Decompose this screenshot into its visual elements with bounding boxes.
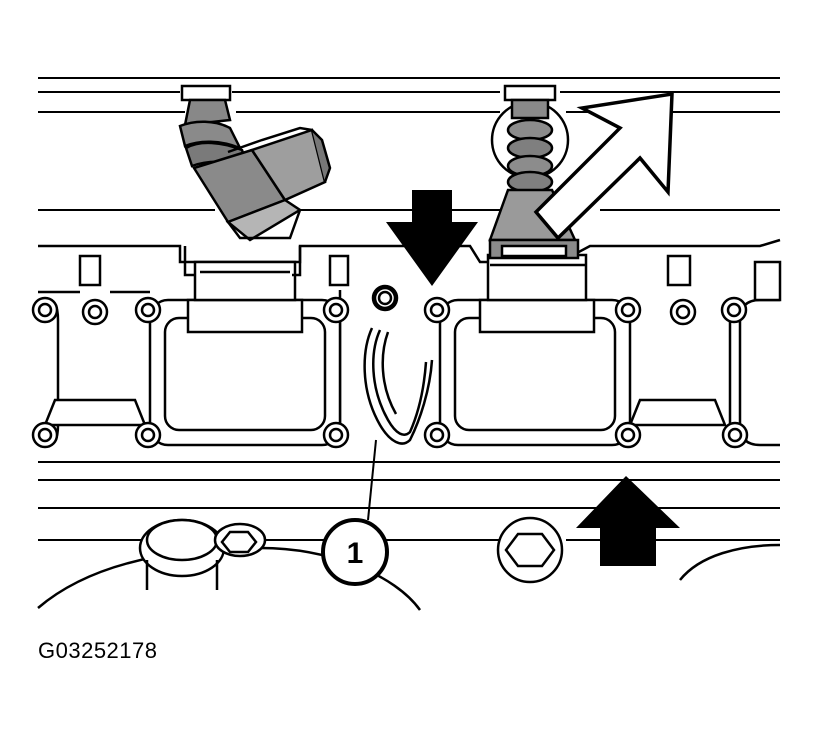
right-coil-pack [738,260,782,447]
bolt [31,421,59,449]
mounting-bolts [31,284,749,449]
removal-direction-arrow [533,91,674,241]
lower-fittings [37,516,781,611]
bolt [423,296,451,324]
bolt [134,296,162,324]
callout-1-label: 1 [347,537,364,570]
bracket-lugs [43,254,727,427]
center-coil-pack [438,253,632,447]
bolt [720,296,748,324]
bolt [322,296,350,324]
press-up-arrow [576,476,680,566]
bolt [721,421,749,449]
bolt [614,296,642,324]
bolt [322,421,350,449]
callout-leader [367,439,377,521]
figure-id-label: G03252178 [38,638,158,663]
bolt [371,284,399,312]
bolt [669,298,697,326]
bolt [31,296,59,324]
bolt [614,421,642,449]
bolt [134,421,162,449]
callout-1: 1 [321,518,389,586]
bolt [423,421,451,449]
bolt [81,298,109,326]
left-coil-pack [148,246,342,447]
left-coil-connector [178,84,332,242]
wire-harness-clip [363,286,434,445]
press-down-arrow [386,190,478,286]
